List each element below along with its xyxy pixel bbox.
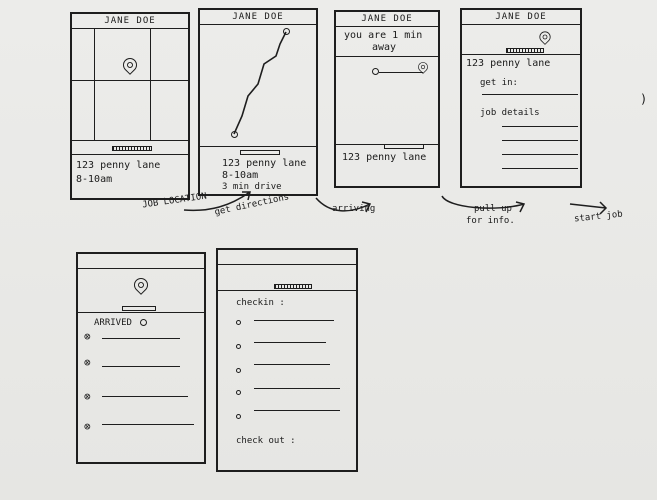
pull-handle[interactable] [240, 150, 280, 155]
time-window: 8-10am [76, 174, 113, 185]
pull-handle[interactable] [122, 306, 156, 311]
arrival-notice: you are 1 min [344, 30, 423, 41]
bullet-icon[interactable] [236, 320, 241, 325]
arrow-icon [315, 197, 372, 213]
address-text: 123 penny lane [76, 160, 161, 171]
arrived-label: ARRIVED [94, 318, 132, 328]
location-pin-icon [131, 275, 151, 295]
text-line [254, 342, 326, 343]
divider [200, 146, 316, 147]
caption-arriving: arriving [332, 204, 376, 214]
divider [218, 264, 356, 265]
checked-bullet-icon[interactable]: ⊗ [84, 330, 91, 343]
bullet-icon[interactable] [236, 414, 241, 419]
screen-header: JANE DOE [200, 10, 316, 25]
map-street [72, 80, 188, 81]
pull-handle[interactable] [506, 48, 544, 53]
checkout-label: check out : [236, 436, 296, 446]
bullet-icon[interactable] [236, 344, 241, 349]
text-line [502, 140, 578, 141]
get-in-label: get in: [480, 78, 518, 88]
location-pin-icon [537, 29, 553, 45]
screen-get-directions: JANE DOE 123 penny lane 8-10am 3 min dri… [198, 8, 318, 196]
screen-job-info: JANE DOE 123 penny lane get in: job deta… [460, 8, 582, 188]
arrival-notice-2: away [372, 42, 397, 53]
checked-bullet-icon[interactable]: ⊗ [84, 420, 91, 433]
address-text: 123 penny lane [466, 58, 551, 69]
text-line [502, 154, 578, 155]
text-line [502, 126, 578, 127]
route-line [379, 72, 423, 73]
divider [78, 312, 204, 313]
screen-arrived: ARRIVED ⊗ ⊗ ⊗ ⊗ [76, 252, 206, 464]
time-window: 8-10am [222, 170, 259, 181]
drive-time: 3 min drive [222, 182, 282, 192]
divider [218, 290, 356, 291]
divider [462, 54, 580, 55]
screen-job-location: JANE DOE 123 penny lane 8-10am [70, 12, 190, 200]
map-street [150, 28, 151, 140]
check-icon [140, 319, 147, 326]
text-line [482, 94, 578, 95]
address-text: 123 penny lane [342, 152, 427, 163]
route-line [233, 31, 287, 135]
bullet-icon[interactable] [236, 390, 241, 395]
text-line [254, 364, 330, 365]
text-line [102, 424, 194, 425]
map-street [94, 28, 95, 140]
pull-handle[interactable] [384, 144, 424, 149]
origin-dot-icon [372, 68, 379, 75]
text-line [254, 410, 340, 411]
checked-bullet-icon[interactable]: ⊗ [84, 356, 91, 369]
pull-handle[interactable] [112, 146, 152, 151]
text-line [102, 396, 188, 397]
divider [78, 268, 204, 269]
checked-bullet-icon[interactable]: ⊗ [84, 390, 91, 403]
address-text: 123 penny lane [222, 158, 307, 169]
screen-arriving: JANE DOE you are 1 min away 123 penny la… [334, 10, 440, 188]
text-line [254, 388, 340, 389]
screen-header: JANE DOE [72, 14, 188, 29]
arrow-icon [183, 191, 251, 212]
pull-handle[interactable] [274, 284, 312, 289]
location-pin-icon [120, 55, 140, 75]
arrow-icon [441, 195, 526, 213]
divider [336, 56, 438, 57]
bullet-icon[interactable] [236, 368, 241, 373]
text-line [102, 366, 180, 367]
screen-header: JANE DOE [336, 12, 438, 27]
checkin-label: checkin : [236, 298, 285, 308]
screen-checklist: checkin : check out : [216, 248, 358, 472]
origin-dot-icon [231, 131, 238, 138]
divider [72, 154, 188, 155]
text-line [502, 168, 578, 169]
text-line [102, 338, 180, 339]
text-line [254, 320, 334, 321]
caption-for-info: for info. [466, 216, 515, 226]
arrow-icon [569, 201, 608, 215]
divider [72, 140, 188, 141]
screen-header: JANE DOE [462, 10, 580, 25]
destination-dot-icon [283, 28, 290, 35]
job-details-label: job details [480, 108, 540, 118]
margin-mark: ) [640, 92, 648, 106]
